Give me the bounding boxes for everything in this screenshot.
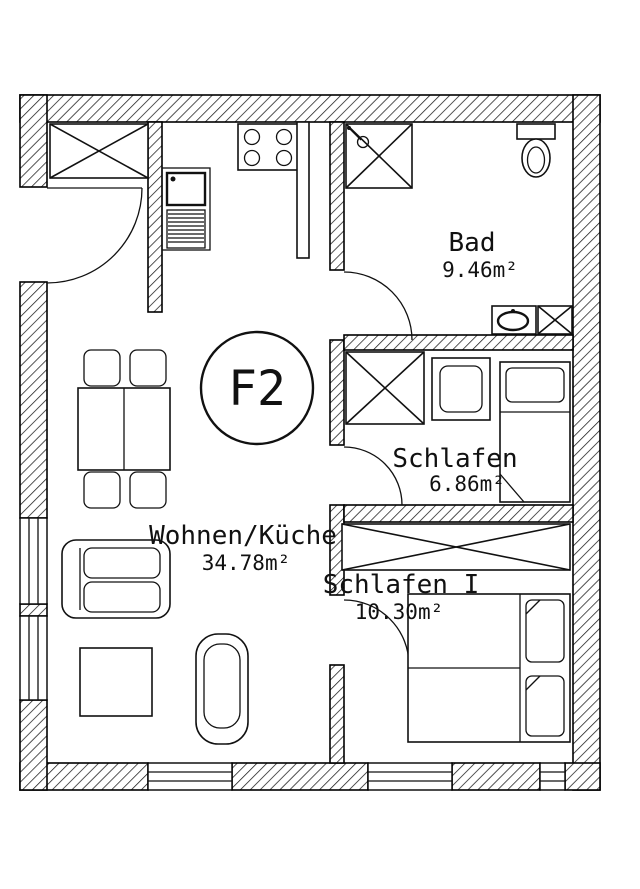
shower-head-icon [347,126,370,149]
tall-cabinet [296,121,310,259]
burner-icon [243,128,261,146]
shower [345,123,413,189]
interior-walls [147,121,574,764]
wall-bottom-seg4 [564,762,601,791]
drainer-ribs [166,209,206,249]
unit-label-badge: F2 [199,330,315,446]
living-furniture [61,349,249,745]
stove [237,123,299,171]
wall-right [572,94,601,791]
cushion [83,547,161,579]
bathroom-door [343,271,413,341]
armchair [195,633,249,745]
room-area-schlafen-1: 10.30m² [355,600,444,624]
room-label-wohnen: Wohnen/Küche [149,521,337,551]
window-bottom-small [539,762,566,791]
burner-icon [275,128,293,146]
outer-walls [19,94,601,791]
room-area-bad: 9.46m² [442,258,518,282]
wall-left-seg4 [19,699,48,791]
chair [129,471,167,509]
pillow [525,675,565,737]
entry-wardrobe [49,123,149,179]
faucet-icon [511,309,515,313]
wall-divider-seg2 [329,339,345,446]
wall-bottom-seg3 [451,762,541,791]
wall-left-seg1 [19,94,48,188]
window-left-upper [19,517,48,605]
wall-left-seg3 [19,603,48,617]
room-label-schlafen-klein: Schlafen [392,444,517,474]
room-area-schlafen-klein: 6.86m² [429,472,505,496]
wall-bottom-seg2 [231,762,369,791]
washbasin [491,305,537,335]
wall-kitchen [147,121,163,313]
pillow [525,599,565,663]
bedroom1-wardrobe [341,523,571,571]
bedroom2-wardrobe [345,351,425,425]
bathroom-fixtures [345,123,573,335]
wall-divider-seg1 [329,121,345,271]
sofa [61,539,171,619]
dining-set [77,349,171,509]
window-bottom-bedroom [367,762,453,791]
room-area-wohnen: 34.78m² [202,551,291,575]
window-bottom-living [147,762,233,791]
kitchen-sink-unit [161,167,211,251]
unit-label: F2 [228,361,286,417]
bedroom2-door [343,446,403,506]
burner-icon [275,149,293,167]
doors [46,187,413,666]
window-left-lower [19,615,48,701]
wall-divider-seg4 [329,664,345,764]
entry-door [46,187,143,284]
kitchen-area [49,121,310,259]
bedroom2-dresser [431,357,491,421]
bath-cabinet [537,305,573,335]
burner-icon [243,149,261,167]
wall-left-seg2 [19,281,48,519]
room-labels: Bad 9.46m² Schlafen 6.86m² Wohnen/Küche … [149,228,518,624]
room-label-schlafen-1: Schlafen I [323,570,480,600]
bedroom1-furniture [341,523,571,743]
windows [19,517,566,791]
chair [83,349,121,387]
wall-top [19,94,601,123]
chair [83,471,121,509]
wall-bath-bottom [343,334,574,351]
faucet-icon [170,176,176,182]
double-bed [407,593,571,743]
chair [129,349,167,387]
bedroom2-bed [499,361,571,503]
toilet [516,123,556,178]
cushion [83,581,161,613]
pillow [505,367,565,403]
wall-bedroom-divider [343,504,574,523]
bedroom2-furniture [345,351,571,503]
unit-circle [199,330,315,446]
coffee-table [79,647,153,717]
room-label-bad: Bad [449,228,496,258]
